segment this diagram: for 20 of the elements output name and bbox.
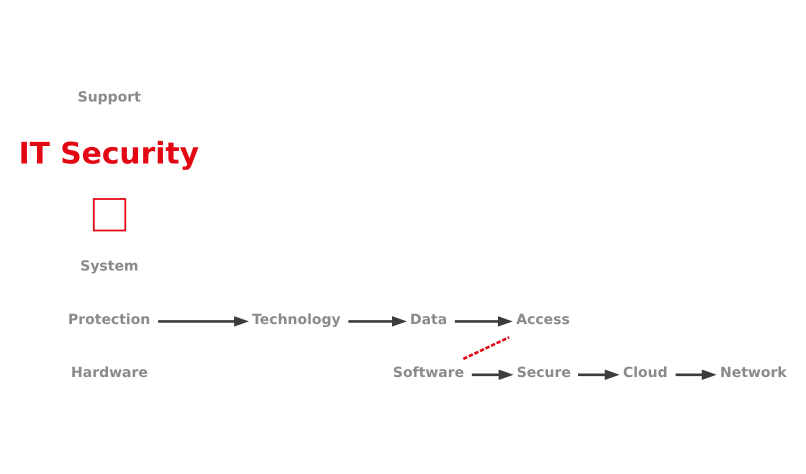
node-text: Network xyxy=(720,365,787,382)
node-text: Software xyxy=(392,365,464,382)
label: IT Security xyxy=(18,136,200,172)
node-text: Secure xyxy=(516,365,571,382)
connector xyxy=(462,336,510,360)
node-text: Hardware xyxy=(71,365,148,382)
label: Support xyxy=(78,90,141,106)
arrow xyxy=(454,316,513,327)
arrow xyxy=(158,316,249,327)
arrow xyxy=(578,370,620,380)
node-cross xyxy=(92,198,126,232)
node-text: System xyxy=(80,258,139,274)
node-text: Data xyxy=(410,312,448,328)
arrow xyxy=(348,316,407,327)
node-text: Protection xyxy=(68,312,150,328)
arrow xyxy=(676,370,717,380)
arrow xyxy=(472,370,514,380)
node-text: Technology xyxy=(252,312,341,328)
node-text: Cloud xyxy=(622,365,668,382)
node-text: Access xyxy=(516,312,570,328)
